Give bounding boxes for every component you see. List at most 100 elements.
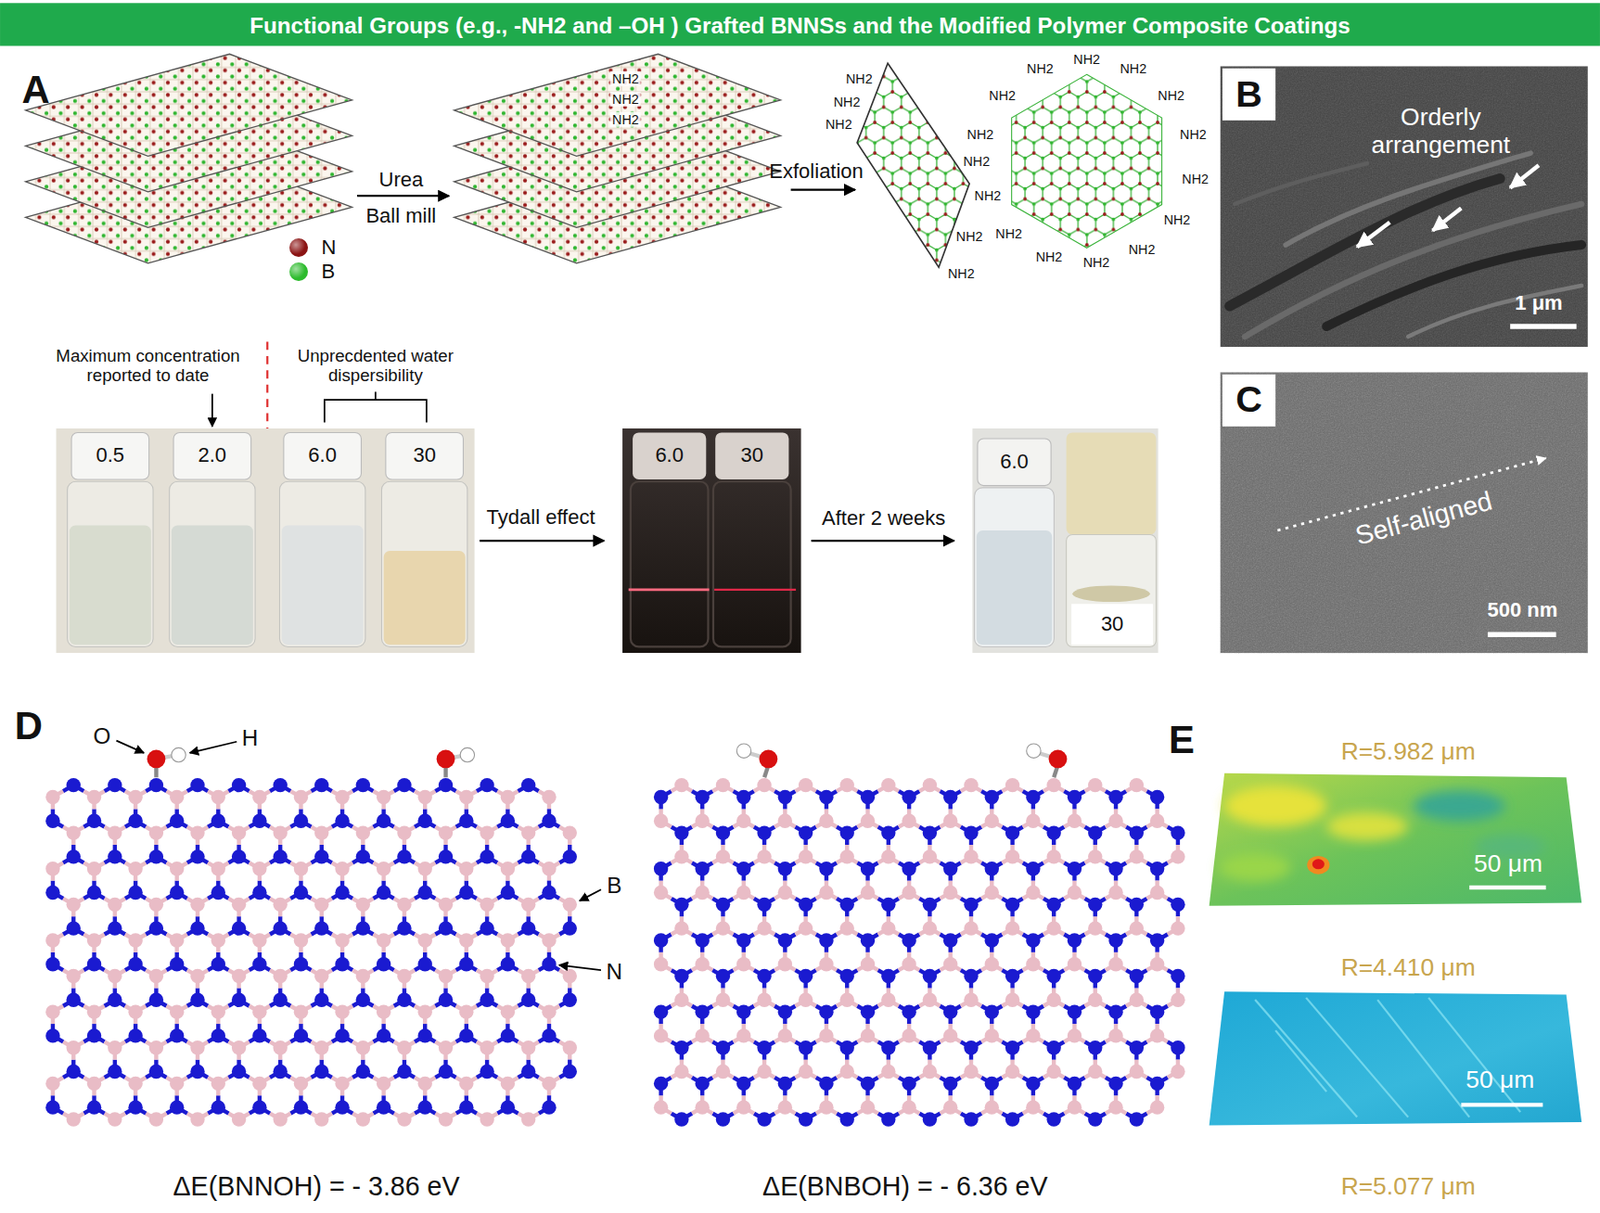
illustration-circle bbox=[211, 790, 226, 805]
illustration-circle bbox=[1170, 825, 1185, 840]
illustration-circle bbox=[778, 790, 793, 805]
illustration-circle bbox=[45, 1100, 60, 1114]
illustration-circle bbox=[1150, 1004, 1165, 1019]
illustration-circle bbox=[1170, 921, 1185, 935]
illustration-circle bbox=[107, 1112, 122, 1127]
illustration-circle bbox=[334, 933, 349, 948]
illustration-circle bbox=[334, 1028, 349, 1043]
illustration-circle bbox=[272, 1112, 287, 1127]
illustration-circle bbox=[438, 1040, 453, 1055]
illustration-circle bbox=[798, 897, 813, 912]
illustration-circle bbox=[541, 1076, 556, 1091]
illustration-circle bbox=[356, 778, 371, 793]
illustration-circle bbox=[500, 885, 515, 900]
illustration-circle bbox=[1088, 825, 1102, 840]
illustration-circle bbox=[778, 1028, 793, 1043]
illustration-circle bbox=[211, 933, 226, 948]
illustration-circle bbox=[190, 969, 205, 984]
illustration-circle bbox=[778, 957, 793, 972]
illustration-g bbox=[45, 778, 1185, 1127]
illustration-circle bbox=[819, 885, 833, 900]
illustration-rect bbox=[281, 525, 364, 646]
illustration-circle bbox=[294, 933, 308, 948]
illustration-circle bbox=[860, 885, 875, 900]
illustration-circle bbox=[314, 1112, 329, 1127]
illustration-circle bbox=[694, 933, 709, 948]
illustration-circle bbox=[438, 921, 453, 935]
illustration-circle bbox=[500, 1100, 515, 1114]
illustration-circle bbox=[694, 790, 709, 805]
illustration-circle bbox=[231, 1040, 246, 1055]
illustration-rect bbox=[0, 2, 1600, 46]
illustration-circle bbox=[1046, 778, 1061, 793]
illustration-circle bbox=[459, 814, 474, 829]
illustration-path bbox=[1229, 179, 1501, 308]
illustration-circle bbox=[819, 814, 833, 829]
illustration-circle bbox=[169, 1004, 184, 1019]
illustration-ellipse bbox=[1072, 585, 1151, 602]
illustration-circle bbox=[1067, 885, 1082, 900]
illustration-circle bbox=[107, 1040, 122, 1055]
illustration-circle bbox=[334, 861, 349, 876]
illustration-circle bbox=[87, 814, 102, 829]
illustration-line bbox=[1510, 165, 1539, 188]
illustration-circle bbox=[190, 897, 205, 912]
illustration-circle bbox=[396, 993, 411, 1008]
illustration-circle bbox=[1005, 921, 1020, 935]
illustration-circle bbox=[985, 957, 999, 972]
illustration-circle bbox=[107, 993, 122, 1008]
illustration-circle bbox=[541, 957, 556, 972]
illustration-circle bbox=[87, 1004, 102, 1019]
illustration-line bbox=[211, 394, 214, 427]
illustration-circle bbox=[563, 897, 577, 912]
illustration-circle bbox=[272, 825, 287, 840]
illustration-circle bbox=[314, 1040, 329, 1055]
illustration-path bbox=[324, 391, 427, 423]
illustration-circle bbox=[314, 1064, 329, 1079]
illustration-circle bbox=[985, 861, 999, 876]
illustration-rect bbox=[385, 432, 464, 480]
illustration-circle bbox=[881, 921, 896, 935]
illustration-circle bbox=[653, 1028, 668, 1043]
illustration-circle bbox=[45, 790, 60, 805]
illustration-circle bbox=[1067, 1004, 1082, 1019]
illustration-circle bbox=[1005, 825, 1020, 840]
illustration-circle bbox=[107, 921, 122, 935]
illustration-line bbox=[1487, 632, 1557, 639]
illustration-circle bbox=[541, 885, 556, 900]
illustration-circle bbox=[356, 1040, 371, 1055]
illustration-circle bbox=[840, 825, 855, 840]
illustration-circle bbox=[128, 1100, 142, 1114]
illustration-circle bbox=[396, 969, 411, 984]
illustration-circle bbox=[66, 778, 81, 793]
illustration-circle bbox=[45, 861, 60, 876]
illustration-circle bbox=[376, 1028, 391, 1043]
illustration-circle bbox=[653, 885, 668, 900]
illustration-circle bbox=[716, 921, 730, 935]
illustration-circle bbox=[674, 1040, 689, 1055]
illustration-circle bbox=[1129, 849, 1144, 864]
illustration-circle bbox=[901, 814, 916, 829]
illustration-polygon bbox=[25, 53, 353, 156]
illustration-rect bbox=[71, 432, 150, 480]
illustration-circle bbox=[756, 969, 771, 984]
illustration-circle bbox=[314, 969, 329, 984]
illustration-circle bbox=[479, 778, 494, 793]
illustration-circle bbox=[943, 861, 958, 876]
illustration-circle bbox=[87, 1076, 102, 1091]
illustration-rect bbox=[715, 432, 789, 480]
illustration-circle bbox=[190, 1064, 205, 1079]
illustration-circle bbox=[376, 1076, 391, 1091]
illustration-circle bbox=[87, 1100, 102, 1114]
illustration-circle bbox=[922, 825, 937, 840]
illustration-circle bbox=[943, 790, 958, 805]
illustration-circle bbox=[149, 1112, 164, 1127]
illustration-circle bbox=[169, 885, 184, 900]
illustration-circle bbox=[1046, 897, 1061, 912]
illustration-circle bbox=[211, 1100, 226, 1114]
illustration-circle bbox=[716, 969, 730, 984]
illustration-circle bbox=[541, 790, 556, 805]
illustration-circle bbox=[211, 957, 226, 972]
illustration-circle bbox=[396, 1040, 411, 1055]
